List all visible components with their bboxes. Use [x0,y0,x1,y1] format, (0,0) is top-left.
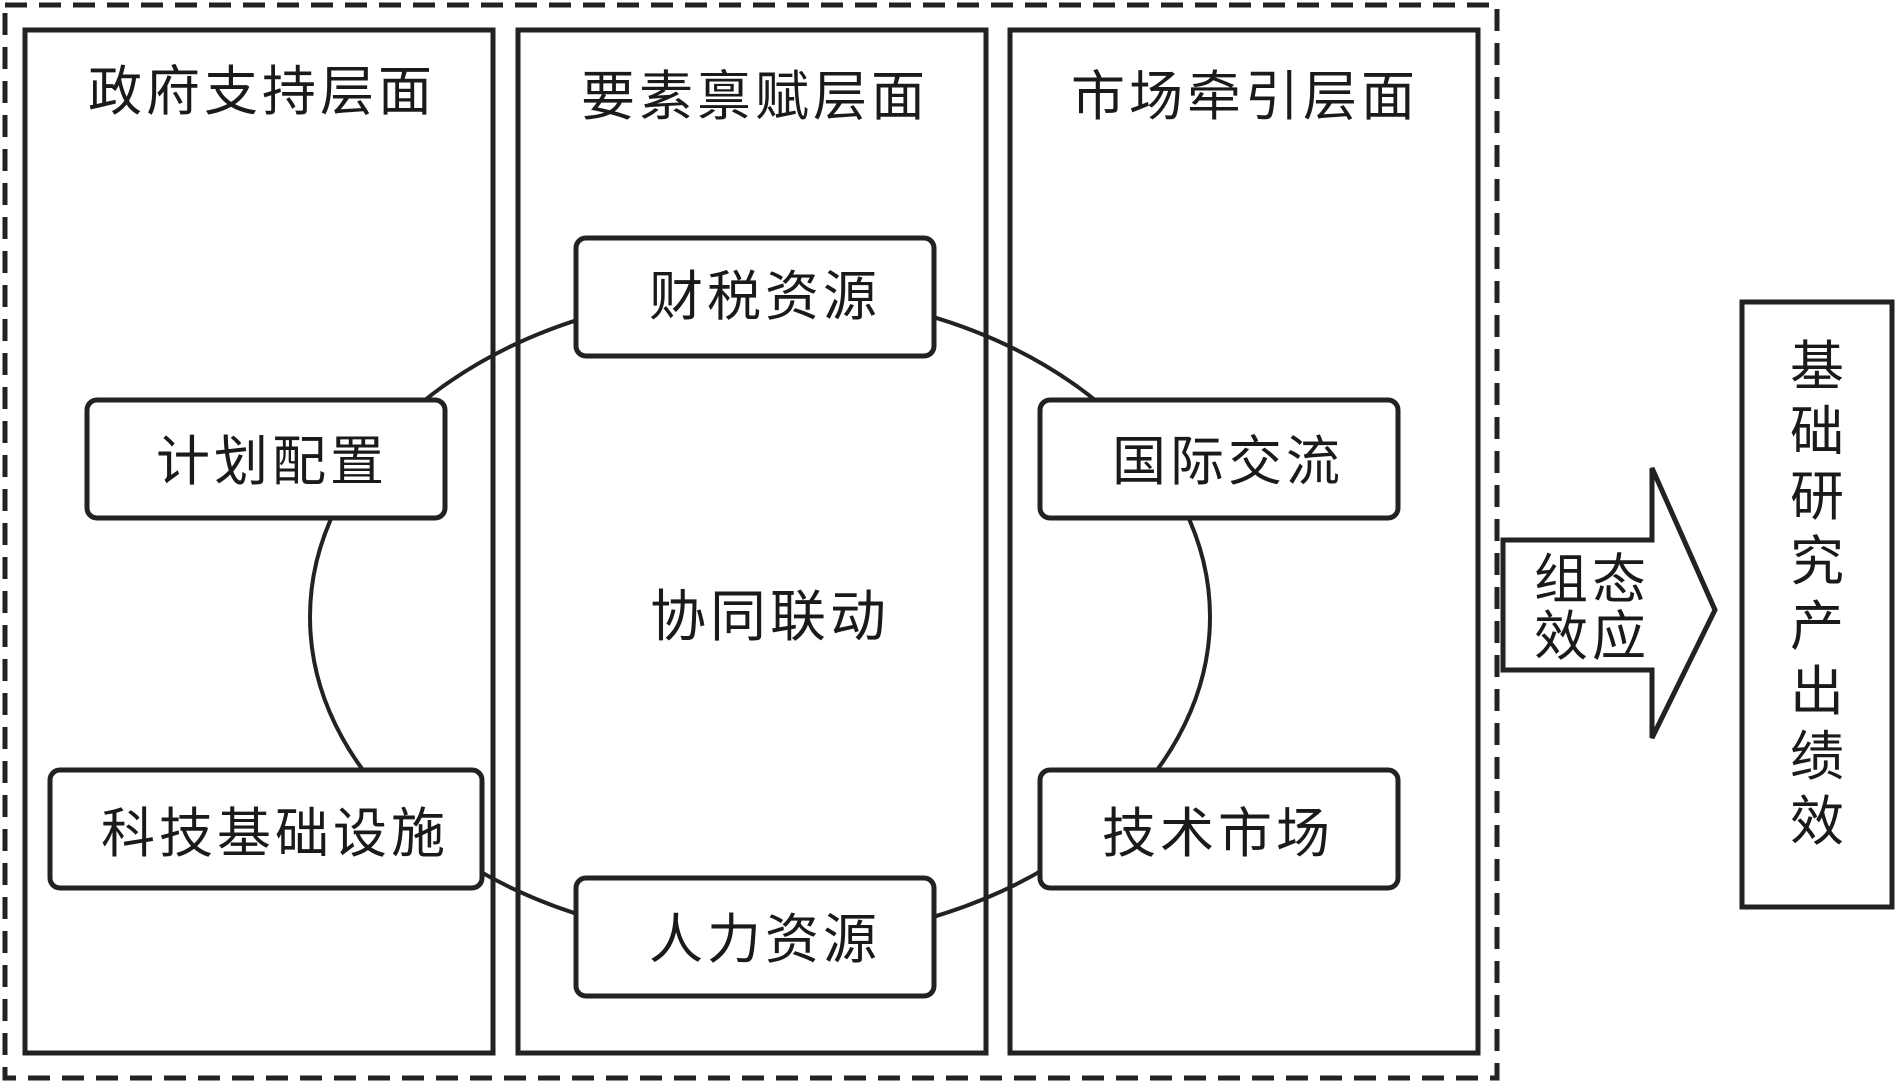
node-planning-label: 计划配置 [156,430,388,493]
center-label: 协同联动 [650,585,890,650]
node-infrastructure-label: 科技基础设施 [101,802,449,865]
node-tech-market-label: 技术市场 [1102,802,1334,865]
node-planning-allocation: 计划配置 [84,397,448,521]
layer-panel-market [1007,27,1481,1056]
output-char: 绩 [1790,725,1844,788]
output-char: 效 [1790,790,1844,853]
node-human-resources: 人力资源 [573,875,937,999]
output-char: 产 [1790,595,1844,658]
output-box [1739,299,1895,910]
layer-panel-government [22,27,496,1056]
output-char: 究 [1790,530,1844,593]
node-technology-market: 技术市场 [1037,767,1401,891]
node-international-label: 国际交流 [1112,430,1344,493]
layer-title-market: 市场牵引层面 [1071,65,1419,128]
node-tech-infrastructure: 科技基础设施 [47,767,485,891]
arrow-label-line2: 效应 [1534,605,1650,668]
layer-title-endowment: 要素禀赋层面 [581,65,929,128]
layer-title-government: 政府支持层面 [88,60,436,123]
arrow-label-line1: 组态 [1534,548,1650,611]
output-char: 基 [1790,335,1844,398]
node-human-label: 人力资源 [649,908,881,971]
outer-dashed-boundary [2,2,1500,1081]
node-fiscal-resources: 财税资源 [573,235,937,359]
node-international-exchange: 国际交流 [1037,397,1401,521]
output-char: 研 [1790,465,1844,528]
node-fiscal-label: 财税资源 [649,265,881,328]
output-char: 出 [1790,660,1844,723]
configuration-effect-arrow [1500,466,1718,740]
output-char: 础 [1790,400,1844,463]
output-label: 基 础 研 究 产 出 绩 效 [1790,335,1844,853]
